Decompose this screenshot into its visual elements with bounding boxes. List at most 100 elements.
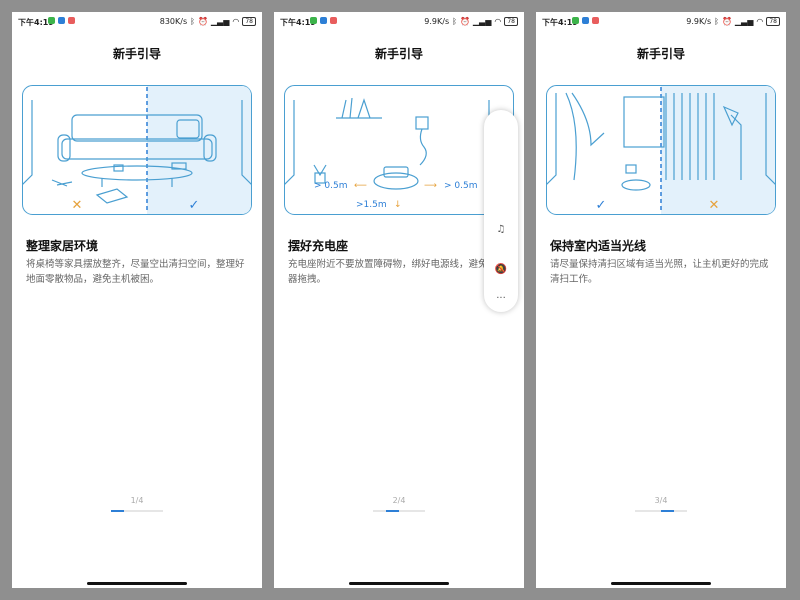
bell-off-icon[interactable]: 🔕 (494, 263, 508, 275)
app-icon (68, 17, 75, 24)
cross-mark: ✕ (709, 198, 720, 213)
cup (113, 164, 124, 172)
status-bar: 下午4:19 9.9K/s ᛒ ⏰ ▁▃▅ ◠ 78 (274, 12, 524, 32)
bluetooth-icon: ᛒ (714, 17, 719, 26)
alarm-icon: ⏰ (197, 17, 208, 26)
illustration-lighting: ✓ ✕ (546, 85, 776, 215)
check-mark: ✓ (189, 198, 200, 213)
cross-mark: ✕ (72, 198, 83, 213)
app-icon (582, 17, 589, 24)
guide-description: 充电座附近不要放置障碍物，绑好电源线，避免主机器拖拽。 (288, 259, 507, 285)
front-distance-label: >1.5m (356, 200, 387, 210)
alarm-icon: ⏰ (459, 17, 470, 26)
bluetooth-icon: ᛒ (190, 17, 195, 26)
guide-heading: 整理家居环境 (26, 239, 99, 253)
status-right: 9.9K/s ᛒ ⏰ ▁▃▅ ◠ 78 (424, 17, 518, 26)
right-panel-bg (147, 86, 251, 214)
robot-dock (373, 172, 419, 190)
home-indicator[interactable] (349, 582, 449, 585)
home-indicator[interactable] (87, 582, 187, 585)
guide-heading: 摆好充电座 (288, 239, 349, 253)
status-time: 下午4:19 (280, 18, 316, 27)
scattered-paper (95, 188, 129, 204)
wechat-icon (572, 17, 579, 24)
sofa-right-arm (203, 134, 217, 162)
progress-fill (661, 510, 674, 512)
wall-lines (546, 93, 776, 186)
sofa-seat (61, 138, 213, 160)
scattered-items (51, 179, 73, 187)
signal-icon: ▁▃▅ (472, 17, 492, 26)
status-right: 9.9K/s ᛒ ⏰ ▁▃▅ ◠ 78 (686, 17, 780, 26)
floating-side-panel: ♫ 🔕 ··· (484, 110, 518, 312)
network-speed: 830K/s (159, 17, 188, 26)
phone-screen-1: 下午4:19 830K/s ᛒ ⏰ ▁▃▅ ◠ 78 新手引导 (12, 12, 262, 588)
sofa-left-arm (57, 134, 71, 162)
books (341, 97, 371, 119)
network-speed: 9.9K/s (686, 17, 712, 26)
progress-fill (386, 510, 399, 512)
status-time: 下午4:19 (18, 18, 54, 27)
illustration-tidy-home: ✕ ✓ (22, 85, 252, 215)
floor-lamp (730, 114, 742, 180)
page-indicator: 1/4 (130, 496, 144, 505)
more-icon[interactable]: ··· (496, 292, 506, 304)
page-title: 新手引导 (112, 47, 161, 61)
wall-lines (22, 100, 252, 186)
network-speed: 9.9K/s (424, 17, 450, 26)
app-icon (592, 17, 599, 24)
page-title: 新手引导 (374, 47, 423, 61)
illustration-charging-dock: > 0.5m ⟵ ⟶ > 0.5m >1.5m ↓ (284, 85, 514, 215)
pillow (176, 119, 200, 139)
page-indicator: 3/4 (654, 496, 668, 505)
lamp-shade (722, 105, 739, 127)
guide-description: 将桌椅等家具摆放整齐，尽量空出清扫空间，整理好地面零散物品，避免主机被困。 (26, 259, 245, 285)
wifi-icon: ◠ (232, 17, 240, 26)
plant (313, 164, 327, 177)
notification-icons (572, 17, 599, 24)
signal-icon: ▁▃▅ (734, 17, 754, 26)
progress-track (635, 510, 687, 512)
battery-icon: 78 (242, 17, 256, 26)
home-indicator[interactable] (611, 582, 711, 585)
guide-description: 请尽量保持清扫区域有适当光照，让主机更好的完成清扫工作。 (550, 259, 769, 285)
music-note-icon[interactable]: ♫ (496, 223, 506, 235)
dock-base (383, 166, 409, 178)
left-distance-label: > 0.5m (314, 181, 347, 191)
wechat-icon (48, 17, 55, 24)
app-icon (58, 17, 65, 24)
closed-curtain (665, 93, 715, 180)
guide-heading: 保持室内适当光线 (550, 239, 647, 253)
window (623, 96, 665, 148)
alarm-icon: ⏰ (721, 17, 732, 26)
wechat-icon (310, 17, 317, 24)
remote (171, 162, 187, 170)
small-stool (625, 164, 637, 174)
battery-icon: 78 (504, 17, 518, 26)
app-icon (320, 17, 327, 24)
coffee-table (81, 165, 193, 181)
down-arrow-icon: ↓ (394, 200, 402, 210)
robot-vacuum (621, 179, 651, 191)
illustration-frame (284, 85, 514, 215)
status-bar: 下午4:19 9.9K/s ᛒ ⏰ ▁▃▅ ◠ 78 (536, 12, 786, 32)
signal-icon: ▁▃▅ (210, 17, 230, 26)
page-indicator: 2/4 (392, 496, 406, 505)
open-curtain (565, 92, 605, 181)
power-cable (419, 128, 427, 166)
sofa-back (71, 114, 203, 142)
right-distance-label: > 0.5m (444, 181, 477, 191)
status-right: 830K/s ᛒ ⏰ ▁▃▅ ◠ 78 (160, 17, 256, 26)
left-arrow-icon: ⟵ (354, 181, 367, 191)
plant-pot (314, 172, 326, 184)
check-mark: ✓ (596, 198, 607, 213)
phone-screen-2: 下午4:19 9.9K/s ᛒ ⏰ ▁▃▅ ◠ 78 新手引导 (274, 12, 524, 588)
status-time: 下午4:19 (542, 18, 578, 27)
wifi-icon: ◠ (494, 17, 502, 26)
battery-icon: 78 (766, 17, 780, 26)
page-title: 新手引导 (636, 47, 685, 61)
progress-fill (111, 510, 124, 512)
wifi-icon: ◠ (756, 17, 764, 26)
right-arrow-icon: ⟶ (424, 181, 437, 191)
notification-icons (310, 17, 337, 24)
